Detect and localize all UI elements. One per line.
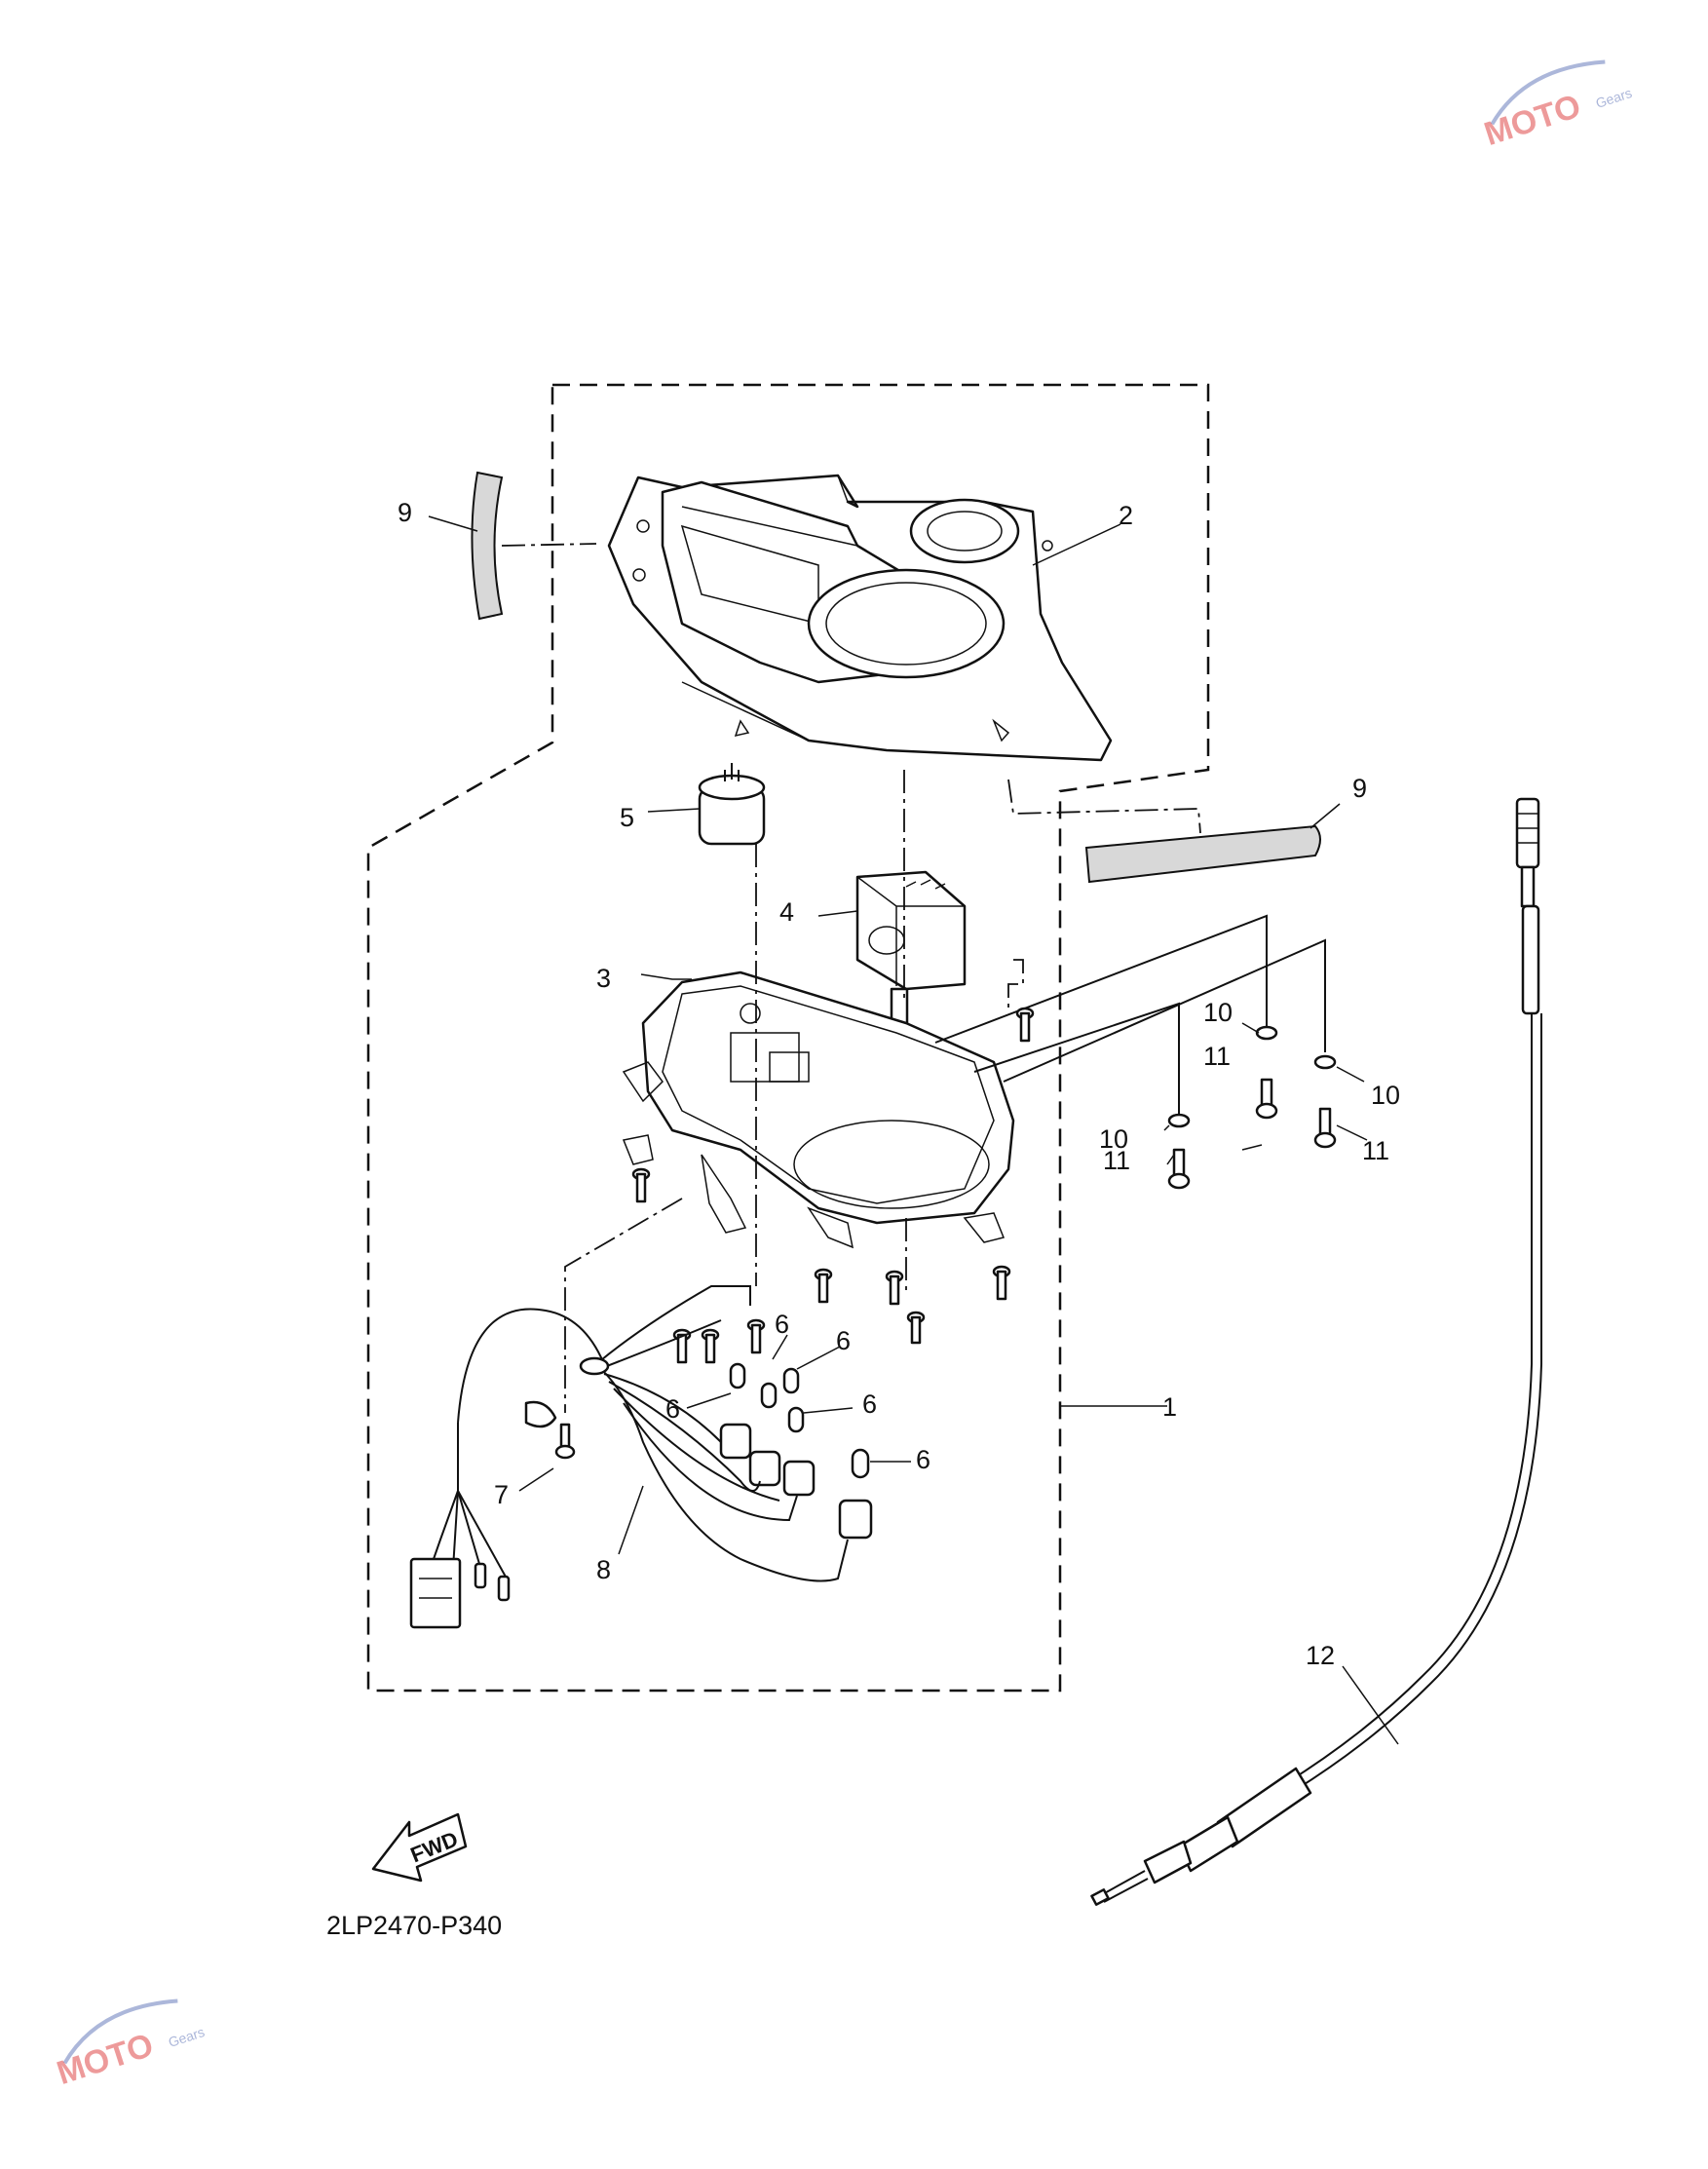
shaft-guide-2 — [1003, 938, 1326, 1083]
shaft-guide-1 — [934, 914, 1268, 1044]
speedometer-cable — [1090, 797, 1542, 1906]
callout-9-right: 9 — [1352, 774, 1367, 803]
center-line-7 — [564, 1198, 683, 1413]
callout-12: 12 — [1306, 1641, 1335, 1670]
meter-movement — [855, 870, 967, 1030]
watermark-sub-2: Gears — [167, 2024, 207, 2050]
callout-7: 7 — [494, 1480, 509, 1509]
meter-case — [622, 970, 1015, 1249]
callout-10-a: 10 — [1203, 998, 1233, 1027]
assembly-boundary — [366, 383, 1210, 1693]
callout-6-a: 6 — [775, 1310, 789, 1339]
callout-8: 8 — [596, 1555, 611, 1584]
callout-1: 1 — [1162, 1392, 1177, 1422]
shaft-guide-3 — [973, 1002, 1180, 1116]
callout-labels: 9 2 9 5 4 3 10 11 10 10 11 11 6 6 6 6 6 … — [398, 498, 1400, 1670]
callout-10-c: 10 — [1371, 1081, 1400, 1110]
bulb-sockets — [719, 1423, 873, 1540]
seal-strip-right — [1084, 824, 1321, 884]
callout-5: 5 — [620, 803, 634, 832]
meter-cover — [607, 474, 1113, 762]
watermark-top: MOTO Gears — [1480, 59, 1634, 153]
wire-harness — [409, 1285, 849, 1629]
callout-10-b: 10 — [1099, 1124, 1128, 1154]
callout-2: 2 — [1119, 501, 1133, 530]
center-line-9a — [501, 543, 597, 547]
watermark-brand-2: MOTO — [53, 2027, 158, 2092]
bolts — [1167, 1078, 1337, 1190]
bulb-socket — [698, 763, 766, 846]
seal-strip-upper — [471, 471, 504, 621]
callout-6-e: 6 — [916, 1445, 930, 1474]
watermark-sub: Gears — [1594, 85, 1634, 111]
callout-6-d: 6 — [862, 1389, 877, 1419]
callout-6-c: 6 — [665, 1394, 680, 1424]
bulbs — [729, 1362, 870, 1479]
callout-9-upper: 9 — [398, 498, 412, 527]
fwd-arrow-icon: FWD — [371, 1812, 468, 1883]
callout-6-b: 6 — [836, 1326, 851, 1355]
callout-3: 3 — [596, 964, 611, 993]
leader-lines — [428, 515, 1399, 1745]
center-line-9b — [1007, 779, 1201, 834]
callout-11-c: 11 — [1362, 1136, 1389, 1165]
callout-11-b: 11 — [1103, 1146, 1130, 1175]
callout-11-a: 11 — [1203, 1042, 1231, 1071]
screws — [554, 1007, 1035, 1460]
figure-code: 2LP2470-P340 — [326, 1911, 502, 1940]
watermark-bottom: MOTO Gears — [53, 1998, 207, 2092]
washers — [1167, 1025, 1337, 1128]
watermark-brand: MOTO — [1480, 88, 1585, 153]
callout-4: 4 — [779, 897, 794, 927]
center-line-screw-top — [1007, 959, 1024, 1013]
